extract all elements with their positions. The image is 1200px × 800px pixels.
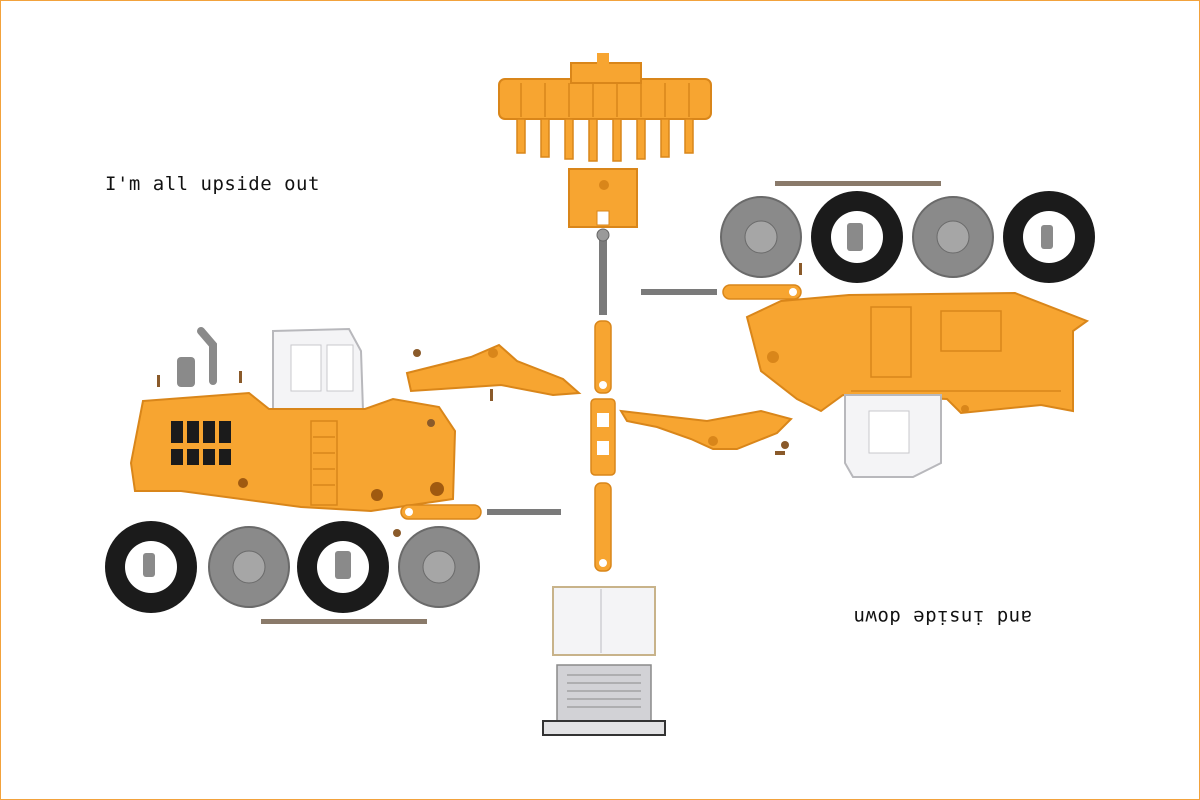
center-linkage — [590, 398, 616, 476]
axle-left — [261, 619, 427, 624]
cab-white-right — [844, 394, 942, 478]
loader-body-left — [129, 391, 457, 513]
bucket-bracket — [568, 168, 638, 228]
center-piston-top — [594, 320, 612, 394]
tire-left-1 — [105, 521, 197, 613]
hub-left-2 — [398, 526, 480, 608]
hub-right-1 — [720, 196, 802, 278]
cab-white-left — [272, 327, 365, 412]
steel-rod — [596, 228, 610, 315]
tire-right-2 — [1003, 191, 1095, 283]
lift-piston-right — [641, 284, 802, 300]
loader-bucket — [498, 53, 712, 162]
caption-top: I'm all upside out — [105, 173, 320, 195]
boom-arm-right — [619, 409, 793, 450]
hub-left-1 — [208, 526, 290, 608]
boom-arm-left — [405, 343, 582, 397]
cab-roof — [552, 586, 656, 656]
radiator-grille — [542, 664, 666, 736]
axle-right — [775, 181, 941, 186]
center-piston-bottom — [594, 482, 612, 572]
tire-right-1 — [811, 191, 903, 283]
caption-bottom-upside-down: and inside down — [853, 606, 1033, 628]
tire-left-2 — [297, 521, 389, 613]
screws-left — [157, 349, 493, 537]
lift-piston-left — [400, 504, 561, 520]
exhaust-pipe — [177, 327, 217, 387]
screws-right — [775, 263, 802, 455]
hub-right-2 — [912, 196, 994, 278]
loader-chassis-right — [745, 291, 1090, 415]
